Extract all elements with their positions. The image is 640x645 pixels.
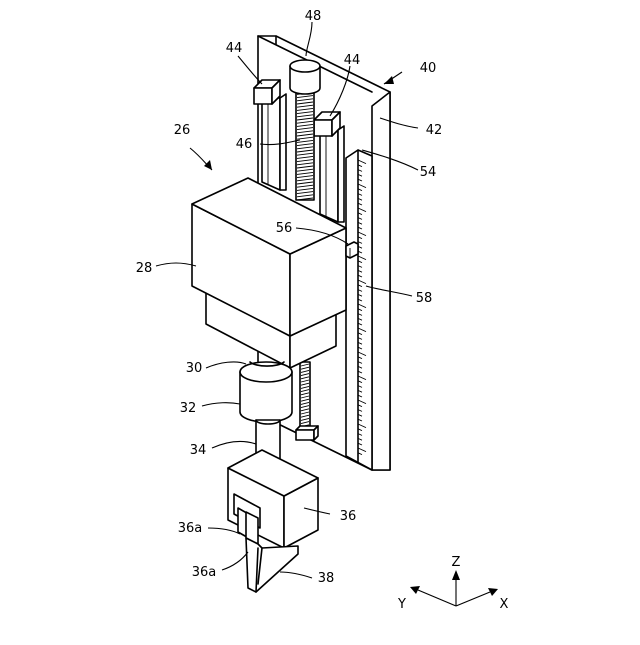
label-28: 28 <box>136 261 153 276</box>
label-46: 46 <box>236 137 253 152</box>
label-44-right: 44 <box>344 53 361 68</box>
coordinate-axes: Z Y X <box>397 555 509 612</box>
axis-label-y: Y <box>397 597 406 612</box>
label-26: 26 <box>174 123 191 138</box>
axis-label-x: X <box>500 597 509 612</box>
scale-pointer <box>346 242 358 258</box>
label-54: 54 <box>420 165 437 180</box>
plate-arrow <box>384 76 394 84</box>
label-36a-lower: 36a <box>192 565 217 580</box>
label-42: 42 <box>426 123 443 138</box>
motor <box>290 60 320 94</box>
axis-label-z: Z <box>452 555 461 570</box>
label-56: 56 <box>276 221 293 236</box>
ball-screw <box>296 82 314 200</box>
spindle-collar <box>240 362 292 422</box>
label-38: 38 <box>318 571 335 586</box>
label-44-left: 44 <box>226 41 243 56</box>
assembly-arrow <box>190 148 212 170</box>
scale <box>346 150 372 470</box>
label-40: 40 <box>420 61 437 76</box>
cutter-head <box>228 450 318 548</box>
blade <box>246 538 298 592</box>
label-30: 30 <box>186 361 203 376</box>
label-36: 36 <box>340 509 357 524</box>
label-32: 32 <box>180 401 197 416</box>
label-34: 34 <box>190 443 207 458</box>
label-58: 58 <box>416 291 433 306</box>
label-36a-upper: 36a <box>178 521 203 536</box>
label-48: 48 <box>305 9 322 24</box>
